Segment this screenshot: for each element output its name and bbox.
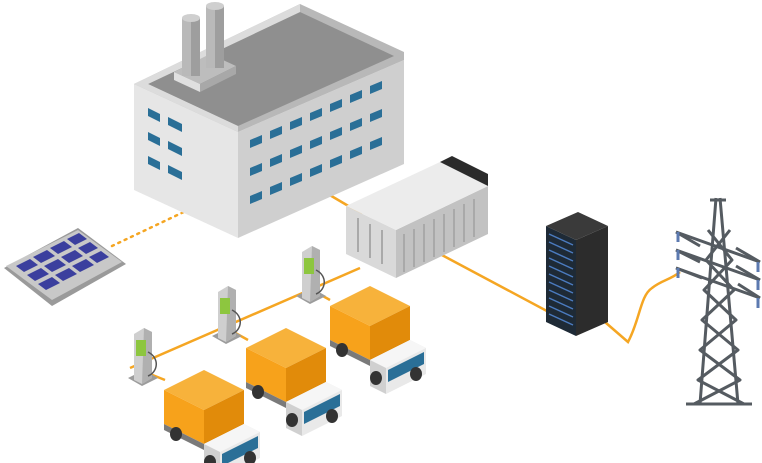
factory-building-icon [134, 2, 404, 238]
electric-truck-icon [164, 286, 426, 463]
truck-1 [164, 370, 260, 463]
truck-2 [246, 328, 342, 436]
link-server-tower [597, 271, 681, 344]
charger-2 [212, 286, 242, 344]
power-tower-icon [675, 197, 761, 406]
charger-3 [296, 246, 326, 304]
solar-panel-icon [4, 228, 126, 306]
link-battery-server [439, 252, 561, 320]
battery-container-icon [346, 156, 488, 278]
ev-charger-icon [128, 246, 326, 386]
link-battery-chargers [129, 266, 361, 370]
charger-1 [128, 328, 158, 386]
link-solar-factory [110, 208, 190, 248]
server-rack-icon [546, 212, 608, 336]
truck-3 [330, 286, 426, 394]
